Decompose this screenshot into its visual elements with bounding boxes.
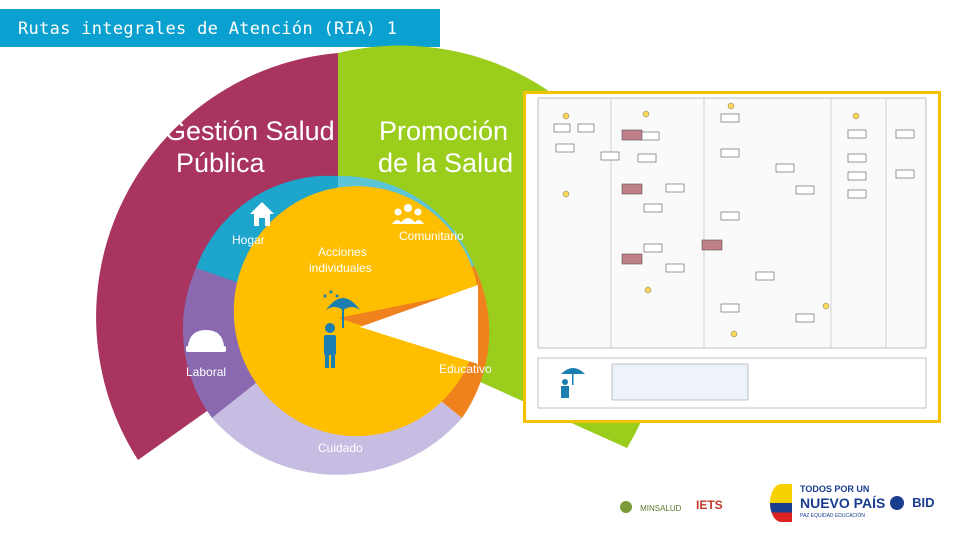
label-promocion-2: de la Salud bbox=[378, 148, 513, 178]
people-icon bbox=[392, 204, 424, 224]
label-cuidado: Cuidado bbox=[318, 441, 363, 455]
label-hogar: Hogar bbox=[232, 233, 265, 247]
umbrella-person-icon bbox=[323, 290, 360, 368]
minsalud-logo: MINSALUD bbox=[620, 496, 681, 515]
umbrella-person-small-icon bbox=[561, 368, 585, 398]
gov-flag-icon bbox=[770, 484, 792, 522]
iets-text: IETS bbox=[696, 498, 723, 512]
flowchart-panel bbox=[523, 91, 941, 423]
label-promocion-1: Promoción bbox=[379, 116, 508, 146]
label-educativo: Educativo bbox=[439, 362, 492, 376]
gov-line2: NUEVO PAÍS bbox=[800, 495, 886, 511]
gov-line1: TODOS POR UN bbox=[800, 484, 870, 494]
gov-line3: PAZ EQUIDAD EDUCACIÓN bbox=[800, 513, 865, 519]
minsalud-emblem-icon bbox=[620, 500, 632, 513]
center-circle bbox=[233, 186, 478, 437]
label-acciones-1: Acciones bbox=[318, 245, 367, 259]
page-title: Rutas integrales de Atención (RIA) 1 bbox=[18, 19, 398, 39]
helmet-icon bbox=[186, 330, 226, 352]
center-notch bbox=[360, 285, 478, 364]
bid-globe-icon bbox=[890, 495, 904, 510]
label-gestion-2: Pública bbox=[176, 148, 266, 178]
flowchart-graphic bbox=[537, 97, 927, 409]
minsalud-text: MINSALUD bbox=[640, 504, 682, 513]
label-gestion-1: Gestión Salud bbox=[165, 116, 335, 146]
gov-logo: TODOS POR UN NUEVO PAÍS PAZ EQUIDAD EDUC… bbox=[770, 480, 885, 526]
iets-logo: IETS bbox=[696, 494, 723, 513]
label-acciones-2: individuales bbox=[309, 261, 372, 275]
title-bar: Rutas integrales de Atención (RIA) 1 bbox=[0, 9, 440, 47]
bid-text: BID bbox=[912, 495, 935, 510]
label-laboral: Laboral bbox=[186, 365, 226, 379]
bid-logo: BID bbox=[890, 492, 934, 511]
label-comunitario: Comunitario bbox=[399, 229, 464, 243]
house-icon bbox=[250, 202, 274, 226]
logos-strip: MINSALUD IETS TODOS POR UN NUEVO PAÍS PA… bbox=[600, 478, 950, 528]
